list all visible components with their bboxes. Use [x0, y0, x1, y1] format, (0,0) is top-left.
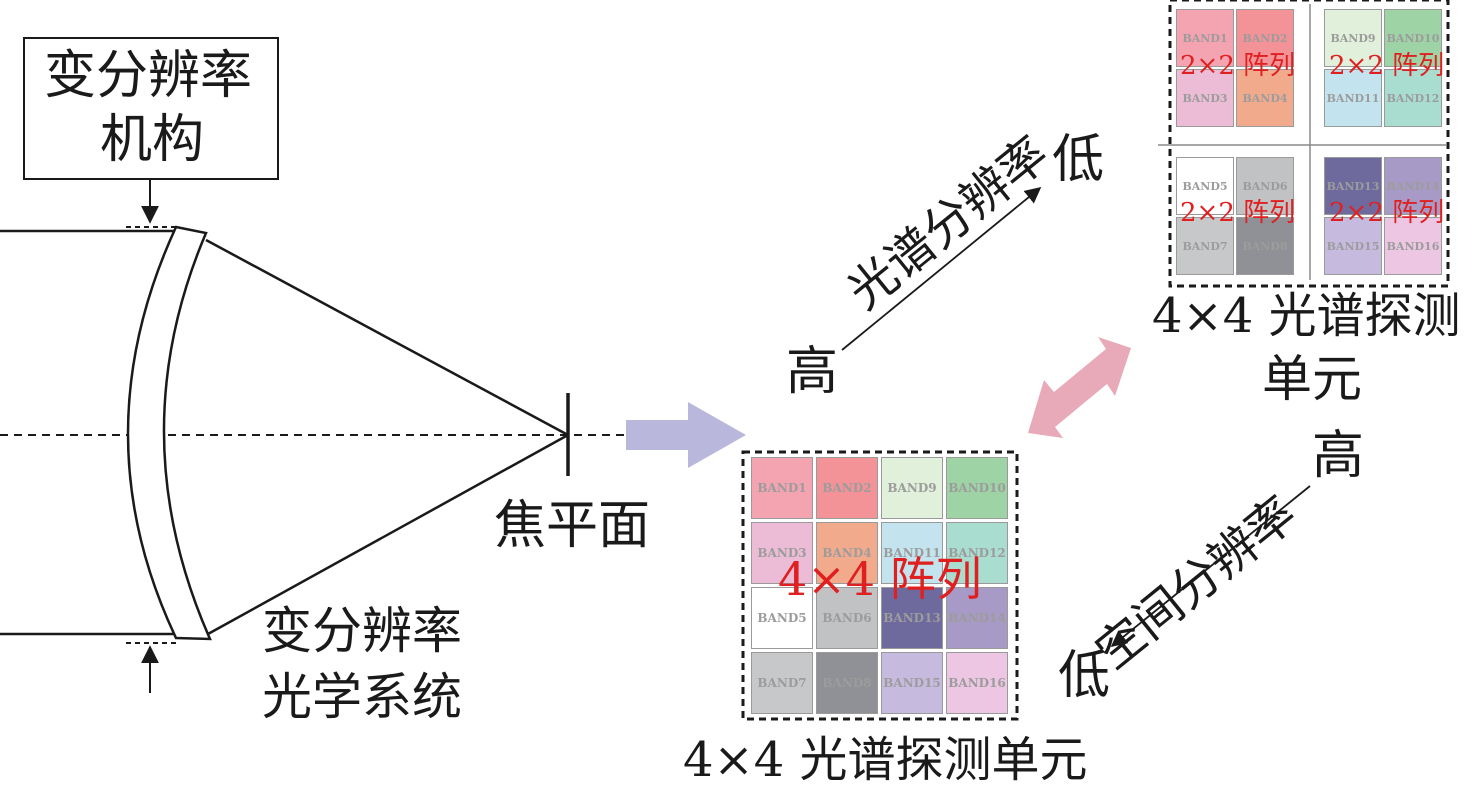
quad-array-label-2: 2×2 阵列: [1329, 51, 1445, 81]
quad-band-cell-band8: BAND8: [1236, 217, 1294, 275]
quad-band-cell-band16: BAND16: [1384, 217, 1442, 275]
quad-band-cell-band1: BAND1: [1176, 9, 1234, 67]
quad-band-cell-band12: BAND12: [1384, 69, 1442, 127]
small-unit-frame: [1168, 0, 1450, 288]
band-cell-band8: BAND8: [816, 652, 878, 714]
focal-plane-arrow-icon: [626, 402, 746, 468]
mechanism-label-line1: 变分辨率: [44, 46, 253, 106]
big-array-label: 4×4 阵列: [778, 552, 982, 606]
mechanism-box: [23, 37, 279, 180]
band-cell-band11: BAND11: [881, 522, 943, 584]
spatial-res-arrow: [1110, 485, 1311, 648]
big-unit-frame: [741, 450, 1019, 721]
band-cell-band10: BAND10: [946, 457, 1008, 519]
quad-band-cell-band2: BAND2: [1236, 9, 1294, 67]
quad-band-cell-band15: BAND15: [1324, 217, 1382, 275]
spectral-low-label: 低: [1052, 130, 1105, 190]
band-cell-band5: BAND5: [751, 587, 813, 649]
band-cell-band7: BAND7: [751, 652, 813, 714]
spectral-res-arrow: [841, 186, 1042, 351]
band-cell-band16: BAND16: [946, 652, 1008, 714]
optics-label-line2: 光学系统: [262, 668, 462, 726]
quad-band-cell-band6: BAND6: [1236, 157, 1294, 215]
band-cell-band4: BAND4: [816, 522, 878, 584]
band-cell-band1: BAND1: [751, 457, 813, 519]
spectral-high-label: 高: [786, 342, 839, 402]
band-cell-band13: BAND13: [881, 587, 943, 649]
band-cell-band9: BAND9: [881, 457, 943, 519]
quad-band-cell-band14: BAND14: [1384, 157, 1442, 215]
focal-plane-label: 焦平面: [494, 496, 651, 556]
band-cell-band3: BAND3: [751, 522, 813, 584]
quad-array-label-4: 2×2 阵列: [1329, 198, 1445, 228]
band-cell-band15: BAND15: [881, 652, 943, 714]
small-unit-caption-line2: 单元: [1262, 350, 1362, 408]
spatial-high-label: 高: [1312, 426, 1365, 486]
quad-array-label-3: 2×2 阵列: [1180, 198, 1296, 228]
quad-band-cell-band4: BAND4: [1236, 69, 1294, 127]
small-unit-caption-line1: 4×4 光谱探测: [1152, 288, 1461, 344]
quad-band-cell-band5: BAND5: [1176, 157, 1234, 215]
double-arrow-icon: [1028, 337, 1131, 438]
spatial-low-label: 低: [1058, 646, 1111, 706]
quad-band-cell-band11: BAND11: [1324, 69, 1382, 127]
band-cell-band6: BAND6: [816, 587, 878, 649]
lower-converging-ray: [207, 433, 569, 636]
quad-band-cell-band3: BAND3: [1176, 69, 1234, 127]
band-cell-band14: BAND14: [946, 587, 1008, 649]
optics-label-line1: 变分辨率: [262, 602, 462, 660]
lens-element: [126, 225, 212, 641]
quad-band-cell-band10: BAND10: [1384, 9, 1442, 67]
quad-array-label-1: 2×2 阵列: [1180, 51, 1296, 81]
quad-band-cell-band9: BAND9: [1324, 9, 1382, 67]
band-cell-band12: BAND12: [946, 522, 1008, 584]
band-cell-band2: BAND2: [816, 457, 878, 519]
quad-band-cell-band7: BAND7: [1176, 217, 1234, 275]
quad-band-cell-band13: BAND13: [1324, 157, 1382, 215]
big-unit-caption: 4×4 光谱探测单元: [683, 732, 1088, 788]
mechanism-label-line2: 机构: [100, 110, 205, 170]
upper-converging-ray: [205, 238, 569, 437]
